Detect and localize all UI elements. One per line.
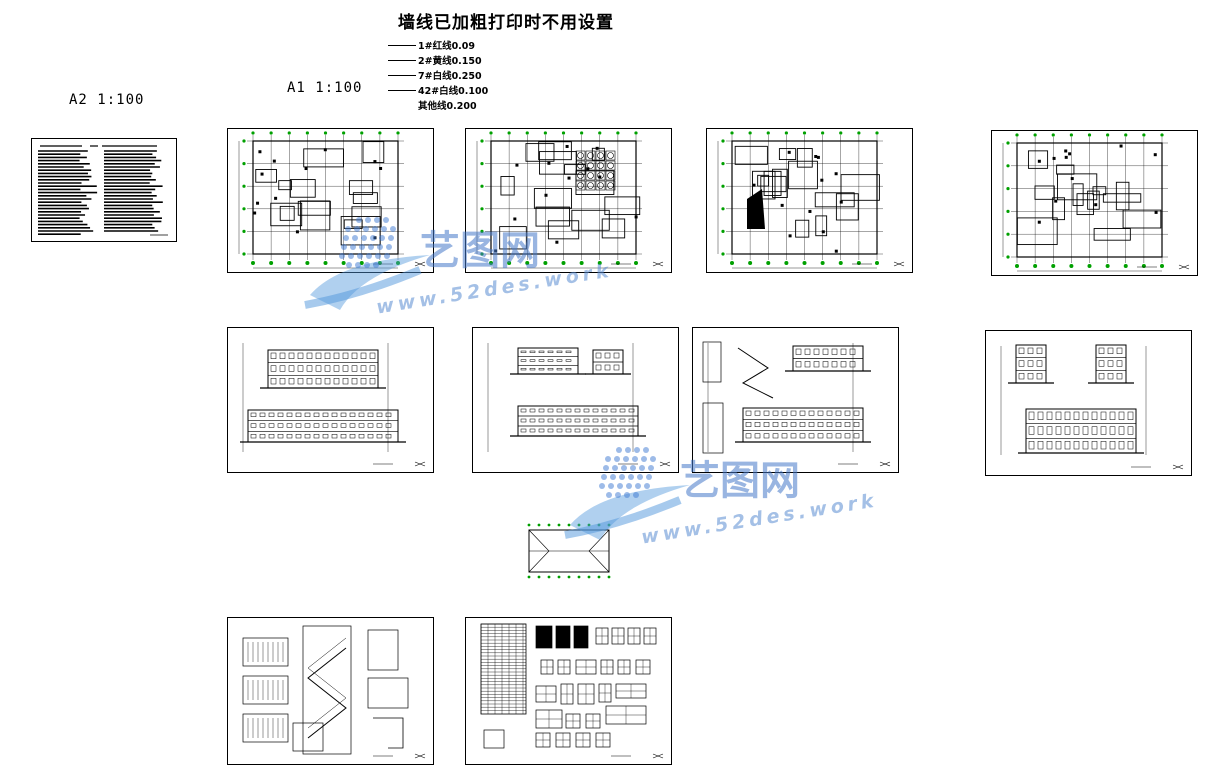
sheet-detail-1[interactable] xyxy=(227,617,434,765)
sheet-plan-2[interactable] xyxy=(465,128,672,273)
sheet-plan-4[interactable] xyxy=(991,130,1198,276)
sheet-notes[interactable] xyxy=(31,138,177,242)
detail-drawing xyxy=(242,625,426,759)
floor-plan-drawing xyxy=(717,131,905,269)
sheet-section-1[interactable] xyxy=(692,327,899,473)
sheet-plan-1[interactable] xyxy=(227,128,434,273)
floor-plan-drawing xyxy=(476,131,664,269)
scale-label-a1: A1 1:100 xyxy=(287,80,363,96)
sheet-elevation-3[interactable] xyxy=(985,330,1192,476)
roof-plan-lines xyxy=(527,523,611,579)
floor-plan-drawing xyxy=(238,131,426,269)
drawing-set-title: 墙线已加粗打印时不用设置 xyxy=(398,13,614,33)
sheet-schedule-1[interactable] xyxy=(465,617,672,765)
watermark-brand: 艺图网 xyxy=(680,458,800,504)
floor-plan-drawing xyxy=(1002,133,1190,272)
sheet-plan-3[interactable] xyxy=(706,128,913,273)
roof-plan-drawing[interactable] xyxy=(519,520,619,582)
sheet-elevation-1[interactable] xyxy=(227,327,434,473)
watermark-brand: 艺图网 xyxy=(420,228,540,274)
notes-text-lines xyxy=(38,145,168,236)
section-drawing xyxy=(702,341,891,467)
elevation-drawing xyxy=(487,343,671,467)
elevation-drawing xyxy=(1000,344,1184,470)
sheet-elevation-2[interactable] xyxy=(472,327,679,473)
schedule-drawing xyxy=(480,623,664,759)
elevation-drawing xyxy=(240,343,426,467)
scale-label-a2: A2 1:100 xyxy=(69,92,145,108)
